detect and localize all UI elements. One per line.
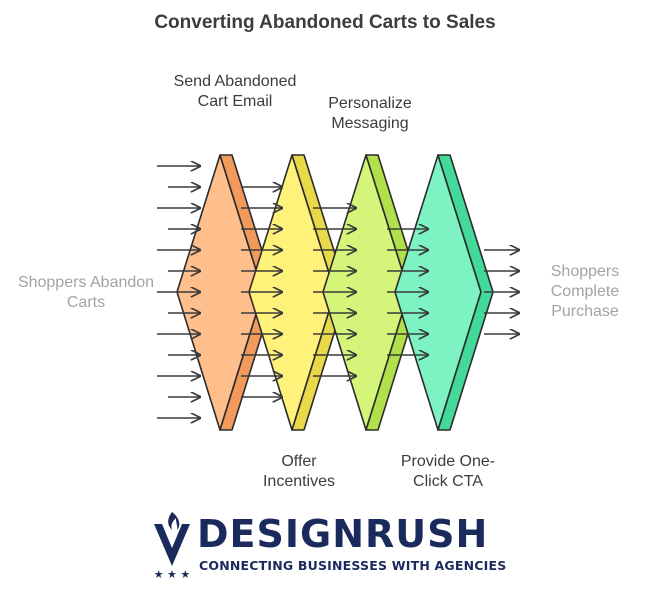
start-label: Shoppers Abandon Carts — [17, 274, 155, 311]
stage-3-shape — [322, 154, 422, 431]
brand-name: DESIGNRUSH — [197, 512, 489, 556]
end-label: Shoppers Complete Purchase — [550, 263, 620, 320]
diagram-title: Converting Abandoned Carts to Sales — [154, 12, 496, 33]
stage-4-label: Provide One-Click CTA — [400, 453, 496, 490]
designrush-logo-icon: ★ ★ ★ — [150, 508, 194, 585]
stage-4-bevel — [437, 154, 494, 431]
stage-3-label: Personalize Messaging — [328, 95, 412, 132]
stage-4-shape — [394, 154, 494, 431]
flow-diagram — [157, 154, 650, 431]
brand-tagline: CONNECTING BUSINESSES WITH AGENCIES — [199, 558, 507, 573]
stage-1-label: Send Abandoned Cart Email — [173, 73, 297, 110]
svg-text:★ ★ ★: ★ ★ ★ — [154, 568, 191, 580]
stage-2-label: Offer Incentives — [262, 453, 336, 490]
